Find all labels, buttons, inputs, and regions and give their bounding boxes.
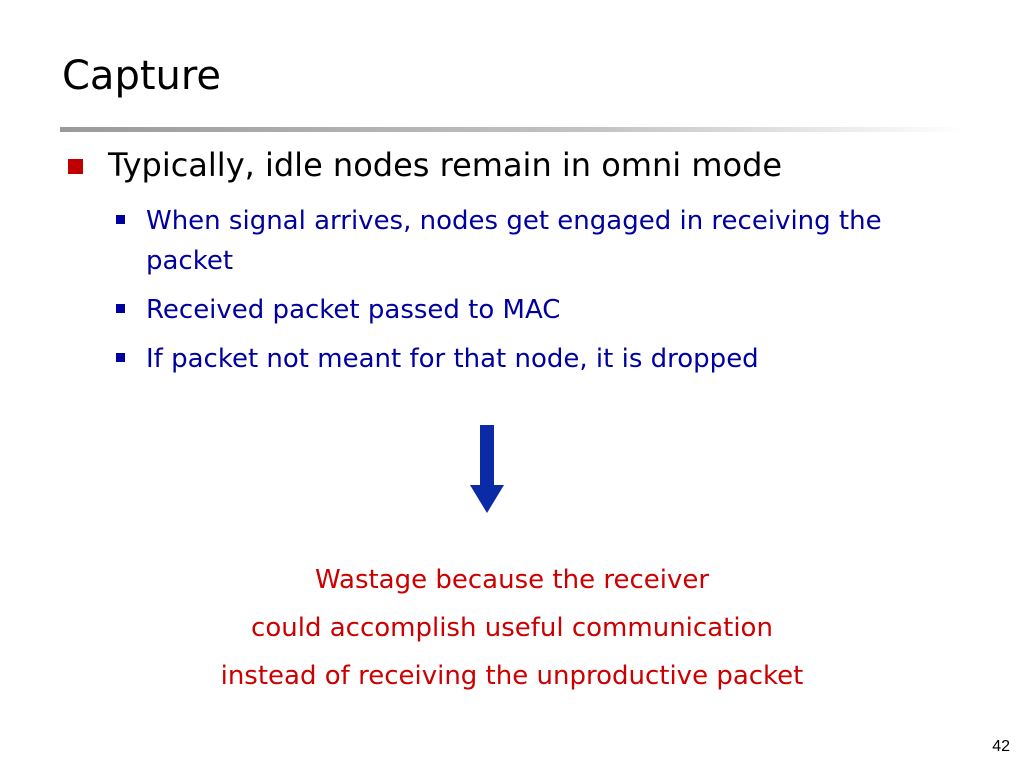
square-bullet-icon (68, 159, 83, 174)
page-number: 42 (992, 738, 1010, 755)
sub-bullet-text: When signal arrives, nodes get engaged i… (146, 206, 882, 276)
down-arrow-icon (470, 425, 504, 513)
sub-bullet-2: Received packet passed to MAC (116, 290, 976, 330)
conclusion-line-3: instead of receiving the unproductive pa… (220, 661, 804, 691)
sub-bullet-1: When signal arrives, nodes get engaged i… (116, 201, 976, 281)
title-divider (60, 127, 965, 132)
slide-title: Capture (62, 53, 222, 99)
sub-bullet-text: Received packet passed to MAC (146, 295, 561, 325)
sub-bullet-3: If packet not meant for that node, it is… (116, 339, 976, 379)
conclusion-line-2: could accomplish useful communication (251, 613, 773, 643)
conclusion-text: Wastage because the receiver could accom… (0, 556, 1024, 700)
small-square-bullet-icon (116, 353, 125, 362)
conclusion-line-1: Wastage because the receiver (314, 565, 710, 595)
main-bullet-text: Typically, idle nodes remain in omni mod… (108, 146, 783, 184)
sub-bullet-text: If packet not meant for that node, it is… (146, 344, 759, 374)
small-square-bullet-icon (116, 215, 125, 224)
small-square-bullet-icon (116, 304, 125, 313)
